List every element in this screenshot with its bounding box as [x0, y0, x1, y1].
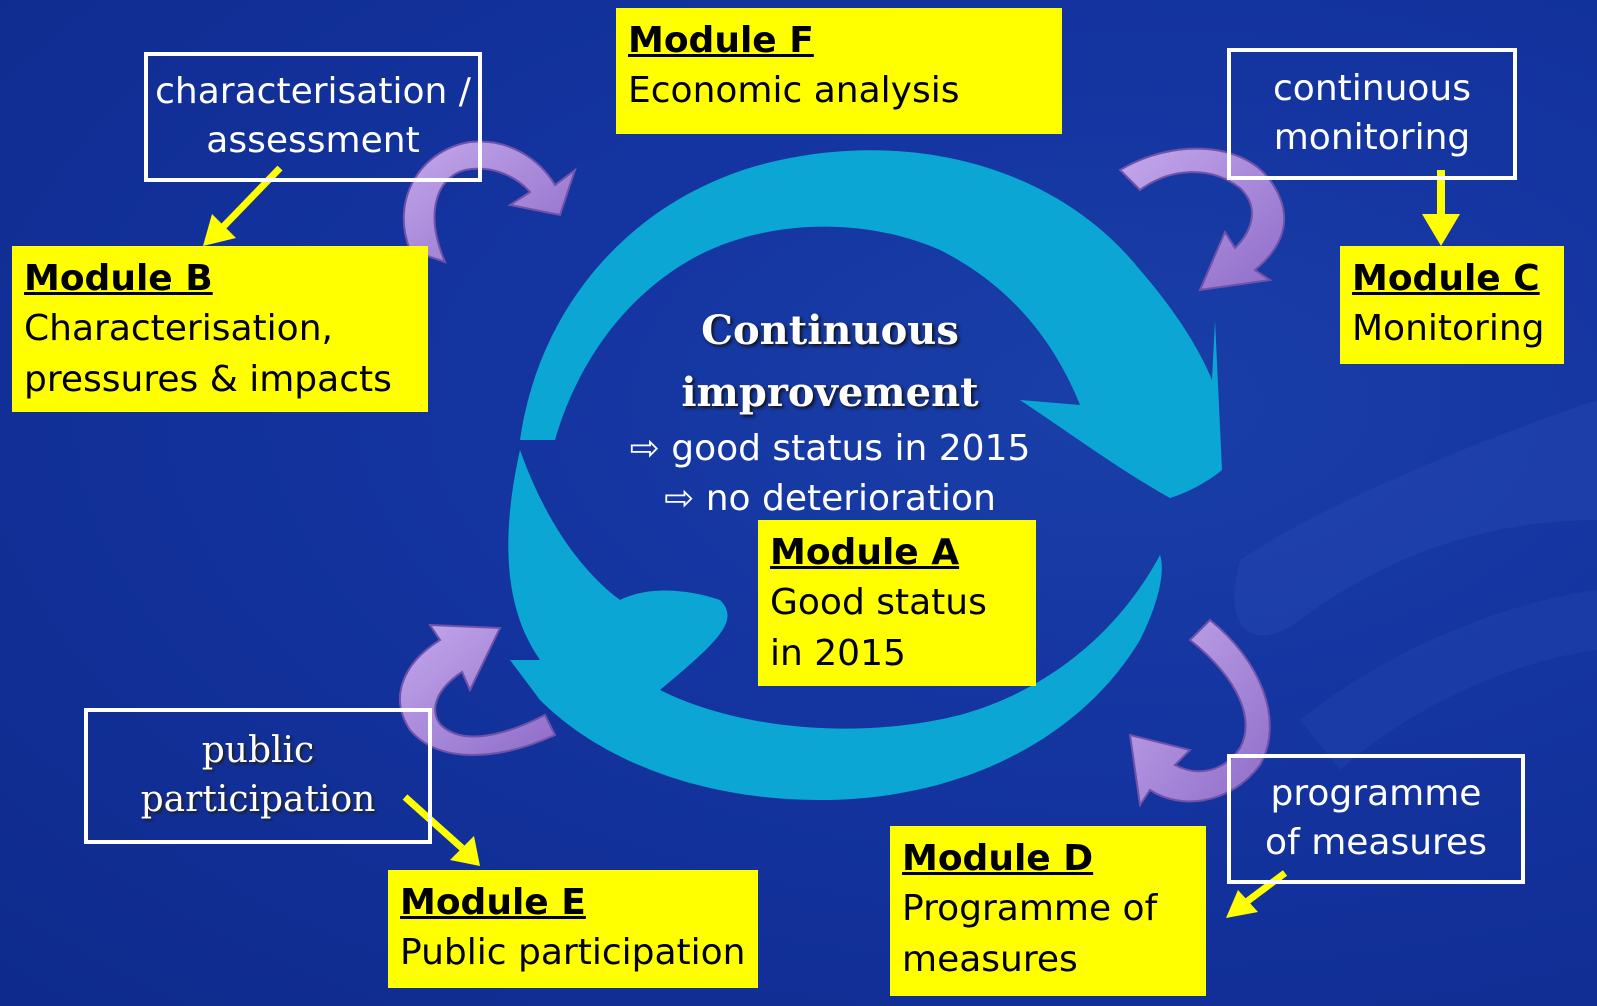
module-d-box: Module D Programme of measures — [890, 826, 1206, 996]
label-programme-of-measures: programme of measures — [1227, 754, 1525, 884]
center-bullet-good-status: ⇨ good status in 2015 — [629, 428, 1031, 469]
module-c-description: Monitoring — [1352, 308, 1545, 350]
background-swoosh — [1234, 400, 1597, 636]
module-e-box: Module E Public participation — [388, 870, 758, 988]
module-c-box: Module C Monitoring — [1340, 246, 1564, 364]
curved-arrow-top-right — [1118, 147, 1286, 292]
module-c-title: Module C — [1352, 258, 1540, 299]
label-measures-line2: of measures — [1265, 822, 1487, 863]
label-measures-line1: programme — [1270, 773, 1482, 815]
module-d-description-line2: measures — [902, 938, 1078, 980]
pointer-arrow-participation — [402, 794, 480, 866]
cycle-arrow-lower — [508, 450, 1162, 800]
curved-arrow-bottom-right — [1128, 618, 1271, 808]
label-monitoring-line2: monitoring — [1273, 117, 1471, 158]
label-public-participation: public participation — [84, 708, 432, 844]
label-characterisation-line1: characterisation / — [155, 71, 471, 113]
label-monitoring-line1: continuous — [1273, 68, 1471, 110]
module-e-title: Module E — [400, 882, 586, 923]
label-participation-line1: public — [201, 730, 315, 772]
pointer-arrow-monitoring — [1422, 170, 1460, 246]
module-d-title: Module D — [902, 838, 1094, 879]
module-f-box: Module F Economic analysis — [616, 8, 1062, 134]
module-f-title: Module F — [628, 20, 814, 61]
label-characterisation-line2: assessment — [206, 120, 420, 161]
module-a-title: Module A — [770, 532, 960, 573]
cycle-arrow-upper — [520, 150, 1222, 498]
center-title-line2: improvement — [681, 369, 979, 416]
label-continuous-monitoring: continuous monitoring — [1227, 48, 1517, 180]
curved-arrow-top-left — [402, 140, 577, 264]
module-b-description-line2: pressures & impacts — [24, 358, 392, 400]
background-swoosh-2 — [1300, 590, 1597, 770]
center-bullet-no-deterioration: ⇨ no deterioration — [664, 478, 996, 520]
center-title-line1: Continuous — [701, 307, 959, 354]
curved-arrow-bottom-left — [399, 623, 557, 756]
module-f-description: Economic analysis — [628, 70, 960, 112]
pointer-arrow-measures — [1226, 870, 1288, 918]
label-characterisation-assessment: characterisation / assessment — [144, 52, 482, 182]
module-d-description-line1: Programme of — [902, 888, 1158, 930]
module-b-description-line1: Characterisation, — [24, 308, 333, 350]
module-b-title: Module B — [24, 258, 213, 299]
module-a-description-line2: in 2015 — [770, 632, 906, 674]
center-label: Continuous improvement ⇨ good status in … — [560, 300, 1100, 525]
module-e-description: Public participation — [400, 932, 746, 974]
label-participation-line2: participation — [140, 779, 376, 820]
module-a-box: Module A Good status in 2015 — [758, 520, 1036, 686]
module-b-box: Module B Characterisation, pressures & i… — [12, 246, 428, 412]
module-a-description-line1: Good status — [770, 582, 987, 624]
